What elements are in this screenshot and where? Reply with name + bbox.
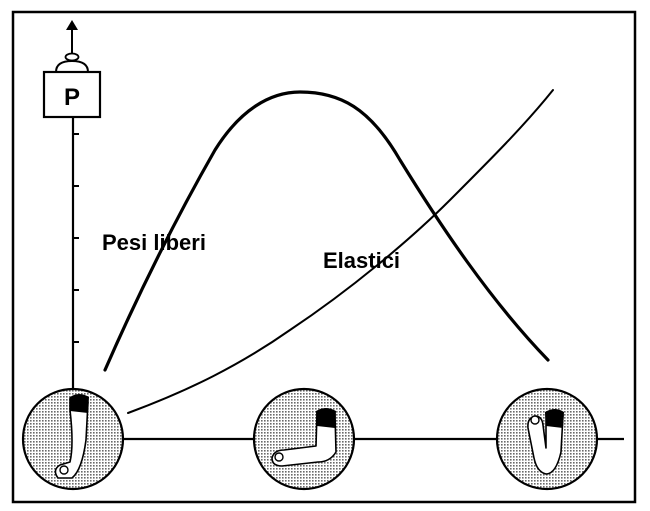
diagram-frame — [11, 10, 637, 504]
arm-fully-flexed-icon — [495, 387, 599, 491]
series-line-pesi-liberi — [103, 90, 550, 372]
arm-extended-icon — [21, 387, 125, 491]
arm-half-flexed-icon — [252, 387, 356, 491]
weight-icon: P — [42, 20, 102, 119]
series-label-elastici: Elastici — [323, 248, 400, 273]
y-axis-ticks — [73, 133, 79, 343]
weight-label: P — [64, 84, 80, 111]
series-label-pesi-liberi: Pesi liberi — [102, 230, 206, 255]
series-line-elastici — [127, 89, 554, 414]
